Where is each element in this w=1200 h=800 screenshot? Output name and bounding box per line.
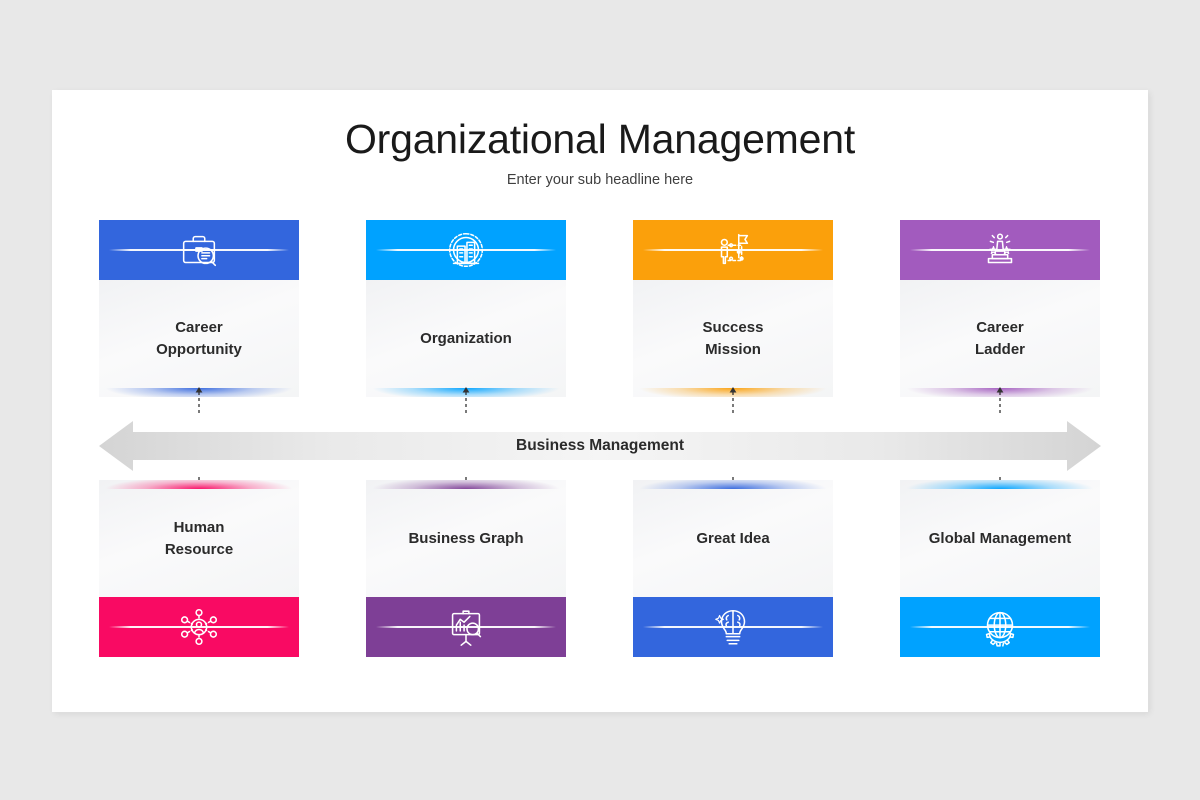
card-top-4[interactable]: Career Ladder	[900, 220, 1100, 397]
arrow-label: Business Management	[516, 437, 684, 454]
card-icon-bar	[900, 220, 1100, 280]
card-top-2[interactable]: Organization	[366, 220, 566, 397]
person-flag-path-icon	[710, 227, 756, 273]
card-bottom-4[interactable]: Global Management	[900, 480, 1100, 657]
card-panel: Organization	[366, 280, 566, 397]
card-panel: Success Mission	[633, 280, 833, 397]
card-glow	[900, 480, 1100, 489]
card-label: Organization	[420, 329, 512, 347]
icon-rule	[376, 249, 556, 251]
card-label: Success Mission	[702, 319, 764, 358]
card-panel: Human Resource	[99, 480, 299, 597]
page-title: Organizational Management	[344, 116, 856, 162]
card-glow	[99, 480, 299, 489]
card-icon-bar	[366, 220, 566, 280]
gear-building-icon	[443, 227, 489, 273]
card-top-3[interactable]: Success Mission	[633, 220, 833, 397]
card-panel: Global Management	[900, 480, 1100, 597]
icon-rule	[910, 249, 1090, 251]
chart-board-search-icon	[443, 604, 489, 650]
card-label: Great Idea	[696, 529, 770, 547]
card-panel: Great Idea	[633, 480, 833, 597]
card-label: Human Resource	[164, 519, 234, 558]
globe-gear-icon	[977, 604, 1023, 650]
card-icon-bar	[633, 597, 833, 657]
trophy-podium-icon	[977, 227, 1023, 273]
card-panel: Career Ladder	[900, 280, 1100, 397]
business-management-arrow: Business Management	[99, 418, 1101, 474]
card-bottom-2[interactable]: Business Graph	[366, 480, 566, 657]
connector-arrow-up-4	[994, 387, 1006, 413]
brain-bulb-icon	[710, 604, 756, 650]
card-label: Career Ladder	[974, 319, 1025, 358]
card-icon-bar	[366, 597, 566, 657]
card-panel: Career Opportunity	[99, 280, 299, 397]
card-glow	[633, 480, 833, 489]
connector-arrow-up-1	[193, 387, 205, 413]
card-panel: Business Graph	[366, 480, 566, 597]
card-icon-bar	[99, 597, 299, 657]
card-label: Business Graph	[408, 529, 524, 547]
connector-arrow-up-2	[460, 387, 472, 413]
card-glow	[366, 480, 566, 489]
people-network-icon	[176, 604, 222, 650]
briefcase-search-icon	[176, 227, 222, 273]
card-icon-bar	[99, 220, 299, 280]
connector-arrow-up-3	[727, 387, 739, 413]
card-top-1[interactable]: Career Opportunity	[99, 220, 299, 397]
card-bottom-3[interactable]: Great Idea	[633, 480, 833, 657]
icon-rule	[376, 626, 556, 628]
page-subtitle: Enter your sub headline here	[506, 172, 694, 188]
card-label: Global Management	[928, 529, 1072, 547]
icon-rule	[643, 249, 823, 251]
card-icon-bar	[633, 220, 833, 280]
card-icon-bar	[900, 597, 1100, 657]
slide-canvas: Organizational Management Enter your sub…	[52, 90, 1148, 712]
card-label: Career Opportunity	[156, 319, 242, 358]
card-bottom-1[interactable]: Human Resource	[99, 480, 299, 657]
